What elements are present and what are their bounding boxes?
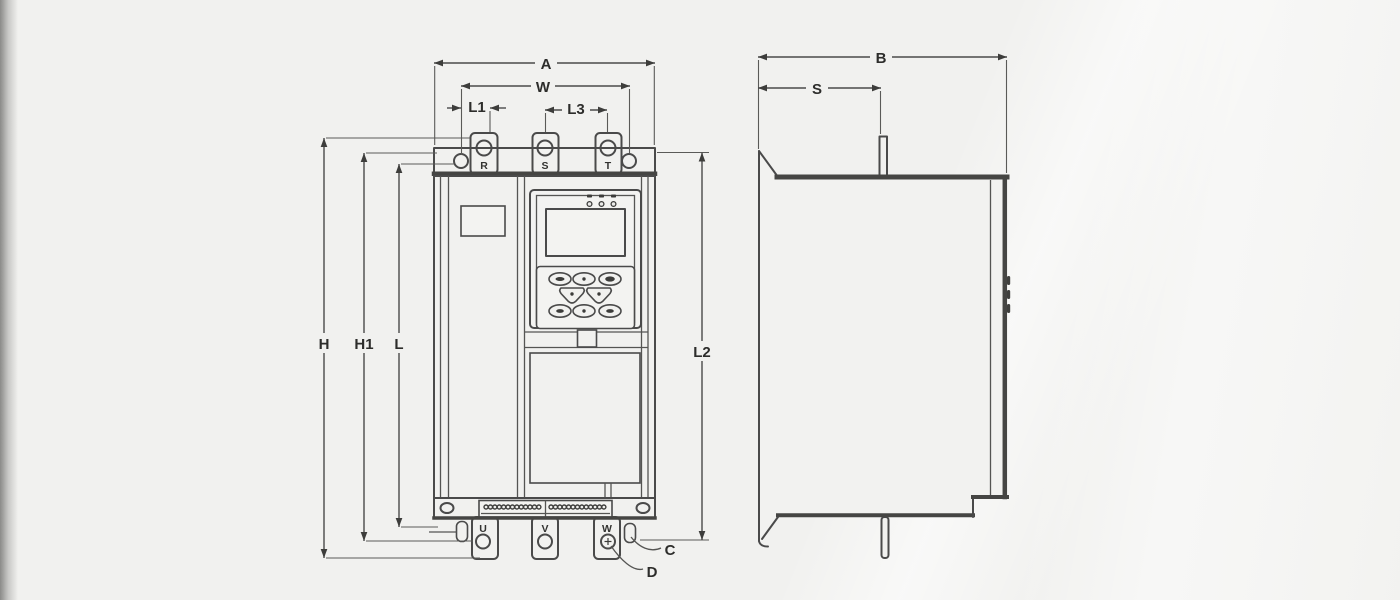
dim-a-label-bg [535, 54, 557, 71]
terminal-label-u: U [479, 523, 487, 535]
top-terminal-tab-t: T [594, 132, 623, 175]
terminal-label-r: R [480, 160, 488, 172]
led-text-mark-2 [599, 194, 604, 198]
led-text-mark-3 [611, 194, 616, 198]
tab-u-hole [475, 533, 491, 550]
flange-corner-hole-right [621, 153, 637, 169]
dimension-annotations: A W L1 L3 H [312, 48, 1008, 559]
dim-l3-label-bg [562, 100, 590, 116]
side-view [758, 135, 1011, 559]
bottom-slot-c [623, 522, 637, 544]
led-indicators [586, 194, 617, 208]
dim-h1-label-bg [349, 333, 379, 353]
callout-c-label: C [665, 542, 676, 559]
nameplate [460, 205, 506, 237]
keypad-button-mark [556, 309, 564, 313]
dim-b-label-bg [870, 48, 892, 65]
side-bottom-bevel [761, 516, 779, 540]
dim-l2-label-bg [687, 341, 717, 361]
keypad-unit [529, 189, 642, 330]
band-corner-hole-left [439, 502, 455, 514]
side-top-tab [878, 135, 888, 178]
keypad-arrow-button-left [558, 287, 586, 304]
dim-w-label: W [536, 79, 551, 96]
dim-l1-label: L1 [468, 99, 486, 116]
flange-corner-hole-left [453, 153, 469, 169]
front-view: R S T [429, 132, 676, 581]
bottom-terminal-tab-u: U [471, 516, 499, 560]
callout-d-label: D [647, 564, 658, 581]
side-top-bevel [758, 150, 779, 178]
keypad-latch-tab [576, 329, 598, 348]
dim-s-label: S [812, 81, 822, 98]
led-text-mark-1 [587, 194, 592, 198]
terminal-label-t: T [605, 160, 612, 172]
bottom-terminal-tab-v: V [531, 516, 559, 560]
keypad-button-mark [605, 276, 615, 282]
keypad-arrow-button-right [585, 287, 613, 304]
keypad-button-mark [555, 277, 565, 281]
dim-h-label: H [319, 336, 330, 353]
led-lamp-2 [598, 200, 605, 208]
bottom-slot-left [455, 520, 469, 543]
band-corner-hole-right [635, 502, 651, 514]
back-edge-clip-2 [1007, 290, 1011, 299]
led-lamp-1 [586, 200, 593, 208]
dim-a-label: A [541, 56, 552, 73]
keypad-button-mark [582, 309, 586, 313]
back-edge-clip-1 [1007, 276, 1011, 285]
dim-h1-label: H1 [354, 336, 373, 353]
dim-l-label-bg [389, 333, 409, 353]
keypad-button-mark [606, 309, 614, 313]
terminal-label-w: W [602, 523, 612, 535]
callout-d-leader [610, 545, 644, 571]
back-edge-clip-3 [1007, 304, 1011, 313]
keypad-button-mark [582, 277, 586, 281]
dim-s-label-bg [806, 79, 828, 96]
dim-h-label-bg [312, 333, 336, 353]
dim-b-label: B [876, 50, 887, 67]
dim-w-label-bg [531, 77, 555, 94]
callout-c-leader [630, 536, 662, 551]
dim-l3-label: L3 [567, 101, 585, 118]
side-body-fill [759, 151, 1006, 543]
lower-cover-panel [529, 352, 641, 484]
top-terminal-tab-r: R [469, 132, 499, 175]
side-front-bottom-hook [758, 540, 769, 548]
terminal-label-v: V [541, 523, 548, 535]
terminal-label-s: S [541, 160, 548, 172]
tab-v-hole [537, 533, 553, 550]
led-lamp-3 [610, 200, 617, 208]
dim-l-label: L [394, 336, 403, 353]
page-left-edge-shadow [0, 0, 18, 600]
top-terminal-tab-s: S [531, 132, 560, 175]
dim-l2-label: L2 [693, 344, 711, 361]
display-screen [545, 208, 626, 257]
side-bottom-tab [880, 516, 890, 559]
